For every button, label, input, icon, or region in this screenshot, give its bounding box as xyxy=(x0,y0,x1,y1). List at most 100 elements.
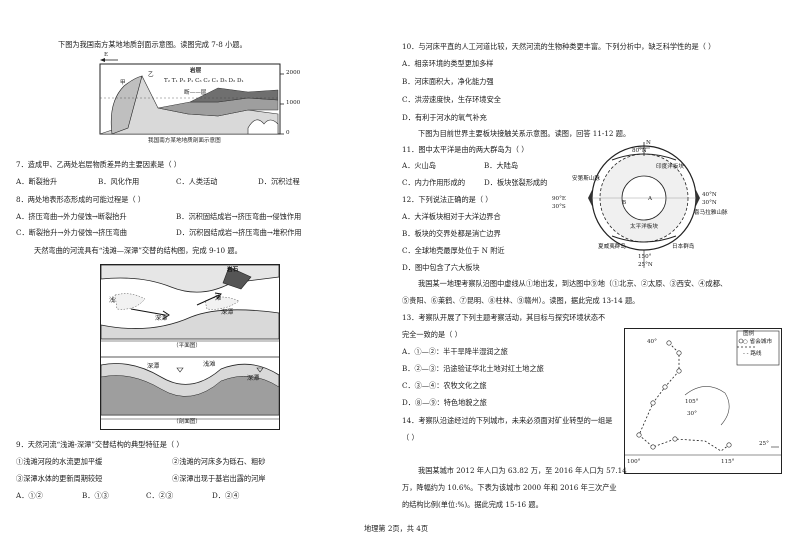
shoal-label-b: 滩 xyxy=(215,295,222,302)
question-9-item-4: ④深潭出现于基岩出露的河岸 xyxy=(172,474,266,483)
river-structure-svg xyxy=(101,265,279,420)
pool-label-a: 深潭 xyxy=(155,315,168,322)
pacific-plate-label: 太平洋板块 xyxy=(630,224,658,230)
lat-40-label: 40° xyxy=(647,339,657,345)
lat-40n-label: 40°N xyxy=(702,192,717,198)
question-14-stem-cont: （ ） xyxy=(402,433,419,442)
question-12-option-a[interactable]: A．大洋板块相对于大洋边界合 xyxy=(402,212,501,221)
pool-label-c: 深潭 xyxy=(147,363,160,370)
point-a-label: A xyxy=(648,196,653,202)
question-13-option-d[interactable]: D．⑧—⑨：特色地貌之旅 xyxy=(402,398,487,407)
strata-title: 岩层 xyxy=(190,68,202,74)
question-11-option-a[interactable]: A．火山岛 xyxy=(402,161,436,170)
question-12-option-b[interactable]: B．板块的交界处都是消亡边界 xyxy=(402,229,501,238)
geologic-section-figure: E 岩层 T₂ T₁ P₂ P₁ C₃ C₂ C₁ D₃ D₂ D₁ 断——层 … xyxy=(98,52,300,144)
lat-150-label: 150° xyxy=(638,254,652,260)
question-11-stem: 11．图中太平洋是由的两大群岛为（ ） xyxy=(402,145,529,154)
intro-15-16-line2: 万，降幅约为 10.6%。下表为该城市 2000 年和 2016 年三次产业 xyxy=(402,483,617,492)
lon-100-label: 100° xyxy=(627,459,641,465)
question-10-option-d[interactable]: D．有利于河水的氧气补充 xyxy=(402,113,487,122)
intro-7-8: 下图为我国南方某地地质剖面示意图。读图完成 7-8 小题。 xyxy=(58,40,247,49)
question-13-stem: 13．考察队开展了下列主题考察活动，其目标与探究环境状态不 xyxy=(402,313,606,322)
question-10-option-c[interactable]: C．洪涝速度快，生存环境安全 xyxy=(402,95,501,104)
route-map-svg xyxy=(625,330,781,456)
intro-13-14-line1: 我国某一地理考察队沿图中虚线从①地出发，到达图中⑨地（①北京、②太原、③西安、④… xyxy=(418,279,728,288)
question-10-option-a[interactable]: A．相亲环境的类型更加多样 xyxy=(402,59,494,68)
scale-1000: 1000 xyxy=(286,100,301,106)
question-9-item-2: ②浅滩的河床多为砾石、粗砂 xyxy=(172,457,266,466)
question-8-option-c[interactable]: C．断裂抬升→外力侵蚀→挤压弯曲 xyxy=(16,228,127,237)
question-7-option-d[interactable]: D．沉积过程 xyxy=(258,177,300,186)
question-13-option-b[interactable]: B．②—③：沿途验证华北土地对红土地之旅 xyxy=(402,364,544,373)
question-14-stem: 14．考察队沿途经过的下列城市，未来必须面对矿业转型的一组是 xyxy=(402,416,613,425)
question-9-item-1: ①浅滩河段的水流更加平缓 xyxy=(16,457,103,466)
question-9-item-3: ③深潭水体的更新周期较短 xyxy=(16,474,103,483)
question-7-option-b[interactable]: B．风化作用 xyxy=(98,177,140,186)
shoal-label-c: 浅滩 xyxy=(203,361,216,368)
question-8-stem: 8．两处地表形态形成的可能过程是（ ） xyxy=(16,195,146,204)
rock-label: 岩石 xyxy=(227,267,239,273)
question-8-option-b[interactable]: B．沉积固结成岩→挤压弯曲→侵蚀作用 xyxy=(176,212,302,221)
indian-plate-label: 印度洋板块 xyxy=(656,164,684,170)
question-11-option-c[interactable]: C．内力作用形成的 xyxy=(402,178,466,187)
intro-15-16-line1: 我国某城市 2012 年人口为 63.82 万，至 2016 年人口为 57.1… xyxy=(418,466,627,475)
question-7-option-a[interactable]: A．断裂抬升 xyxy=(16,177,58,186)
page-footer: 地理第 2页，共 4页 xyxy=(364,524,429,533)
lat-30s-label: 30°S xyxy=(552,204,566,210)
intro-11-12: 下图为目前世界主要板块接触关系示意图。读图，回答 11-12 题。 xyxy=(418,129,631,138)
question-9-option-b[interactable]: B．①③ xyxy=(82,491,109,500)
scale-2000: 2000 xyxy=(286,70,301,76)
fault-label: 断——层 xyxy=(184,90,207,96)
plate-boundary-svg xyxy=(588,142,700,268)
lon-115-label: 115° xyxy=(721,459,735,465)
route-map-figure: 图例 ○ 省会城市 - - 路线 40° 30° 25° 105° 100° 1… xyxy=(624,328,782,474)
intro-9-10: 天然弯曲的河流具有“浅滩—深潭”交替的结构图，完成 9-10 题。 xyxy=(34,246,242,255)
question-12-option-d[interactable]: D．图中包含了六大板块 xyxy=(402,263,480,272)
intro-13-14-line2: ⑤贵阳、⑥莱鹤、⑦昆明、⑧柱林、⑨赣州）。读图，据此完成 13-14 题。 xyxy=(402,296,640,305)
figure1-caption: 我国南方某地地质剖面示意图 xyxy=(148,138,221,144)
question-13-option-c[interactable]: C．③—④：农牧文化之旅 xyxy=(402,381,487,390)
question-9-option-d[interactable]: D．②④ xyxy=(212,491,240,500)
question-12-stem: 12．下列说法正确的是（ ） xyxy=(402,195,493,204)
plan-view-label: （平面图） xyxy=(173,343,201,349)
japan-label: 日本群岛 xyxy=(672,244,695,250)
jia-label: 甲 xyxy=(120,80,126,86)
lon-105-label: 105° xyxy=(685,399,699,405)
question-11-option-d[interactable]: D．板块张裂形成的 xyxy=(484,178,548,187)
geologic-section-svg xyxy=(99,58,284,135)
scale-0: 0 xyxy=(286,130,290,136)
shoal-label-a: 浅 xyxy=(109,297,116,304)
north-label: N xyxy=(646,140,651,146)
legend-title: 图例 xyxy=(743,331,755,337)
lat-25n-label: 25°N xyxy=(638,262,653,268)
question-12-option-c[interactable]: C．全球地壳最厚处位于 N 附近 xyxy=(402,246,505,255)
question-9-option-a[interactable]: A．①② xyxy=(16,491,43,500)
question-9-option-c[interactable]: C．②③ xyxy=(146,491,174,500)
yi-label: 乙 xyxy=(148,72,154,78)
question-9-stem: 9．天然河流“浅滩-深潭”交替结构的典型特征是（ ） xyxy=(16,440,184,449)
question-10-option-b[interactable]: B．河床面积大，净化能力强 xyxy=(402,77,494,86)
lat-30-label: 30° xyxy=(687,411,697,417)
intro-15-16-line3: 的结构比例(单位:%)。据此完成 15-16 题。 xyxy=(402,500,543,509)
legend-route: - - 路线 xyxy=(743,351,762,357)
strata-series: T₂ T₁ P₂ P₁ C₃ C₂ C₁ D₃ D₂ D₁ xyxy=(164,78,244,84)
lat-90e-label: 90°E xyxy=(552,196,566,202)
question-7-stem: 7．造成甲、乙两处岩层物质差异的主要因素是（ ） xyxy=(16,160,181,169)
lat-30n-label: 30°N xyxy=(702,200,717,206)
andes-label: 安第斯山脉 xyxy=(572,176,600,182)
hawaii-label: 夏威夷群岛 xyxy=(598,244,626,250)
point-b-label: B xyxy=(622,200,627,206)
question-13-option-a[interactable]: A．①—②：半干旱降半湿润之旅 xyxy=(402,347,508,356)
lat-80n-label: 80°N xyxy=(632,148,647,154)
east-arrow-label: E xyxy=(104,52,109,58)
question-10-stem: 10．与河床平直的人工河道比较，天然河流的生物种类更丰富。下列分析中，缺乏科学性… xyxy=(402,42,716,51)
himalaya-label: 喜马拉雅山脉 xyxy=(694,210,728,216)
river-structure-figure: 岩石 浅 深潭 深潭 滩 （平面图） 深潭 浅滩 深潭 （剖面图） xyxy=(100,264,280,430)
question-8-option-a[interactable]: A．挤压弯曲→外力侵蚀→断裂抬升 xyxy=(16,212,127,221)
question-11-option-b[interactable]: B．大陆岛 xyxy=(484,161,519,170)
plate-boundary-figure: N 80°N 安第斯山脉 印度洋板块 90°E 30°S 40°N 30°N 喜… xyxy=(552,140,730,272)
question-7-option-c[interactable]: C．人类活动 xyxy=(176,177,218,186)
question-8-option-d[interactable]: D．沉积固结成岩→挤压弯曲→堆积作用 xyxy=(176,228,302,237)
section-view-label: （剖面图） xyxy=(173,419,201,425)
pool-label-d: 深潭 xyxy=(247,375,260,382)
